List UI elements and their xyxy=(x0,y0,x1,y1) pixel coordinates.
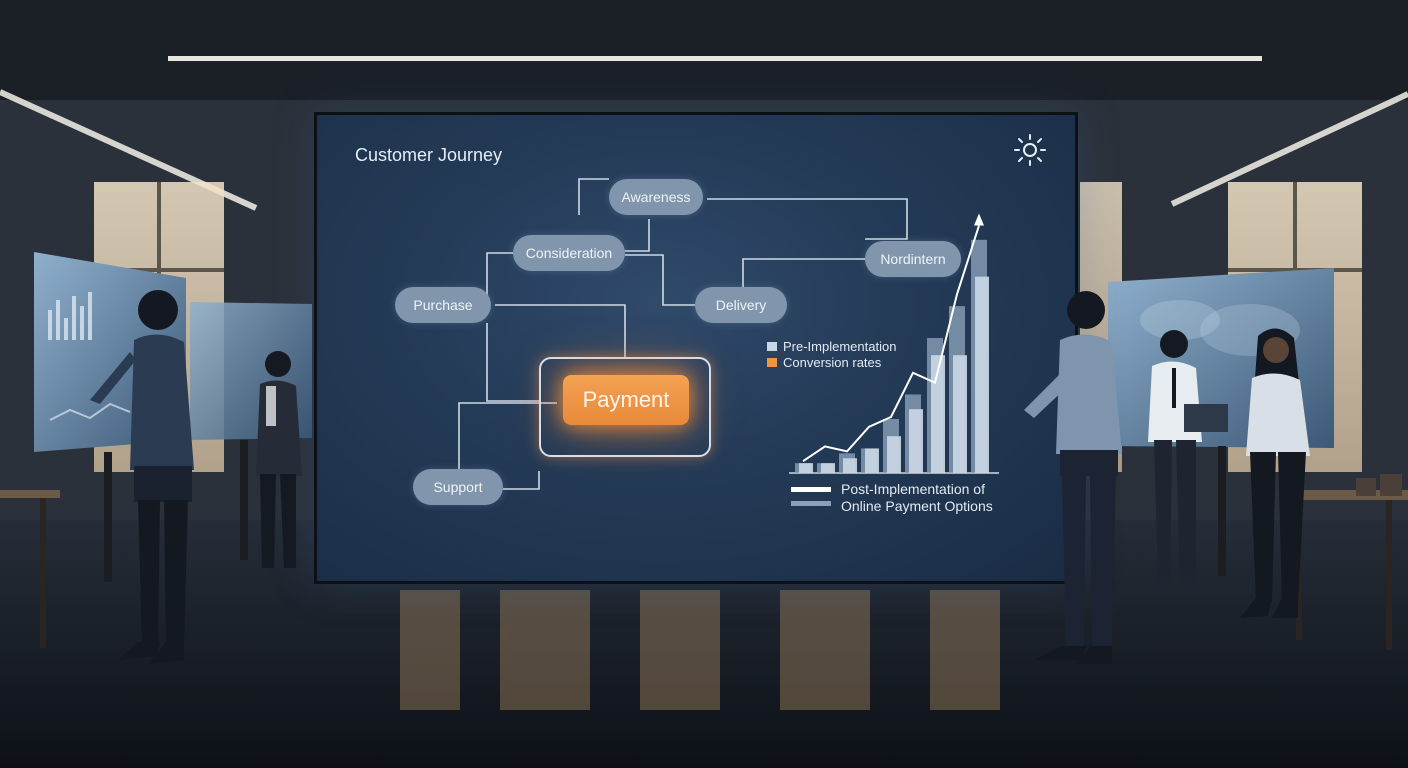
node-awareness: Awareness xyxy=(609,179,703,215)
bar-s1-2 xyxy=(821,463,835,473)
trend-arrow xyxy=(974,213,984,226)
flow-connectors xyxy=(458,178,908,490)
node-delivery: Delivery xyxy=(695,287,787,323)
person-man-tablet xyxy=(1148,330,1228,582)
conversion-chart xyxy=(789,213,999,474)
node-nordintern: Nordintern xyxy=(865,241,961,277)
bar-s1-6 xyxy=(909,409,923,473)
bar-s1-9 xyxy=(975,276,989,473)
bar-s1-4 xyxy=(865,448,879,473)
person-woman-left xyxy=(256,351,302,568)
node-payment: Payment xyxy=(563,375,689,425)
chart-caption: Post-Implementation of Online Payment Op… xyxy=(841,481,993,515)
legend-pre: Pre-Implementation xyxy=(767,339,896,354)
presentation-screen: Customer Journey Awareness Consideration… xyxy=(314,112,1078,584)
bar-s1-3 xyxy=(843,458,857,473)
node-support: Support xyxy=(413,469,503,505)
legend-conversion: Conversion rates xyxy=(767,355,881,370)
screen-title: Customer Journey xyxy=(355,145,503,165)
bar-s1-5 xyxy=(887,436,901,473)
legend-conversion-label: Conversion rates xyxy=(783,355,882,370)
legend-swatch-light xyxy=(767,342,777,351)
legend-swatch-orange xyxy=(767,358,777,367)
caption-line-2: Online Payment Options xyxy=(841,498,993,514)
node-consideration: Consideration xyxy=(513,235,625,271)
sun-icon xyxy=(1014,134,1046,166)
legend-pre-label: Pre-Implementation xyxy=(783,339,897,354)
caption-bars xyxy=(791,487,831,506)
caption-line-1: Post-Implementation of xyxy=(841,481,985,497)
bar-s1-1 xyxy=(799,463,813,473)
bar-s1-8 xyxy=(953,355,967,473)
bar-s1-7 xyxy=(931,355,945,473)
floor-reflections xyxy=(400,590,1000,710)
payment-frame xyxy=(539,357,711,457)
presenter-left xyxy=(90,290,194,664)
person-woman-right xyxy=(1240,328,1310,618)
node-purchase: Purchase xyxy=(395,287,491,323)
person-man-right xyxy=(1024,291,1122,664)
trend-line xyxy=(802,225,980,463)
